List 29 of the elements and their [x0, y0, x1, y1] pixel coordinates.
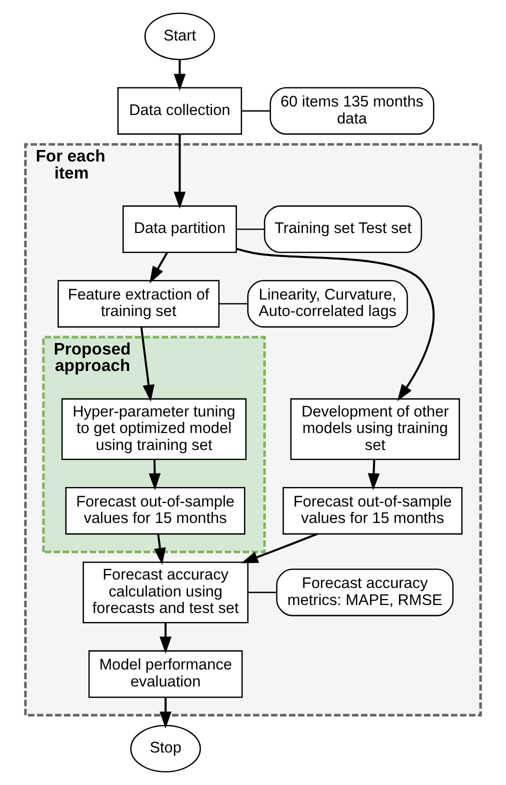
node-box: Forecast out-of-sample values for 15 months [65, 487, 246, 535]
node-box: 60 items 135 months data [270, 87, 434, 135]
arrow [241, 533, 318, 564]
node-box: Forecast accuracy metrics: MAPE, RMSE [276, 568, 454, 616]
arrow [236, 248, 435, 402]
connector [242, 110, 270, 112]
arrow [174, 134, 186, 209]
arrow [150, 252, 168, 284]
node-box: Training set Test set [264, 205, 422, 253]
node-box: Development of other models using training set [290, 398, 460, 460]
node-box: Data partition [122, 205, 237, 253]
connector [219, 303, 248, 304]
node-box: Data collection [117, 87, 242, 135]
node-box: Forecast out-of-sample values for 15 months [282, 487, 463, 535]
arrow [160, 622, 172, 654]
node-ellipse: Start [144, 12, 216, 60]
arrow [160, 697, 172, 729]
node-ellipse: Stop [130, 724, 201, 772]
connector [248, 592, 276, 594]
arrow [154, 534, 166, 565]
node-box: Hyper-parameter tuning to get optimized model using training set [61, 398, 247, 460]
node-box: Forecast accuracy calculation using forecasts and test set [82, 562, 248, 624]
arrow [368, 459, 380, 490]
node-box: Linearity, Curvature, Auto-correlated lags [247, 280, 408, 328]
connector [236, 228, 264, 230]
arrow [174, 60, 186, 91]
arrow [148, 459, 161, 490]
node-box: Model performance evaluation [88, 650, 243, 698]
node-box: Feature extraction of training set [58, 280, 220, 328]
